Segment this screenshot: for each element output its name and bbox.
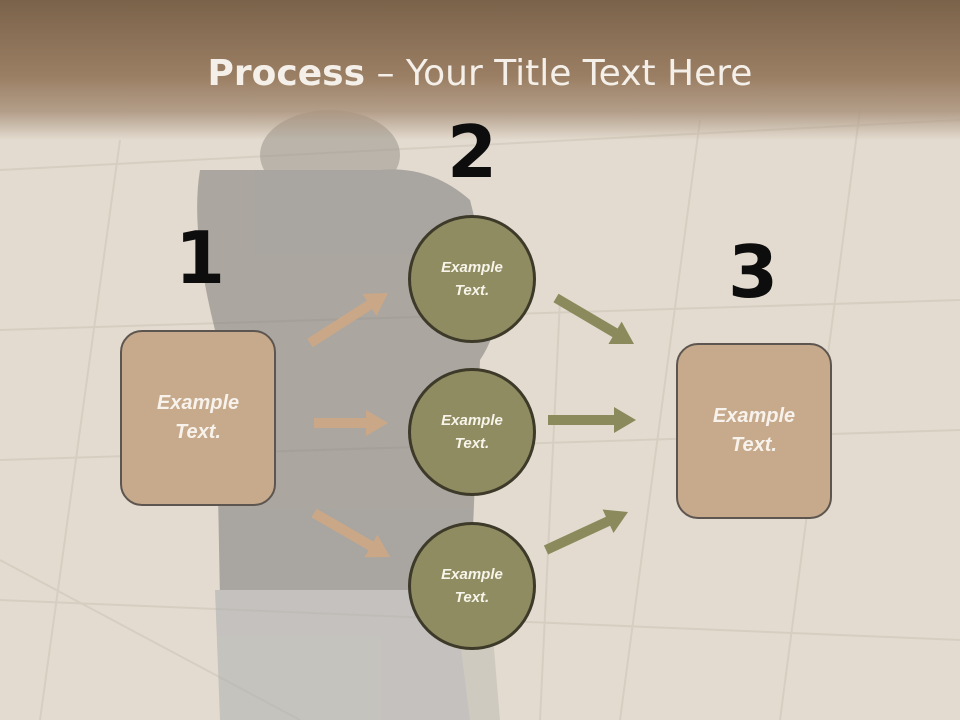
process-circle-2-label: Example Text. <box>441 412 503 452</box>
title-rest: – Your Title Text Here <box>365 53 753 94</box>
end-box: Example Text. <box>676 343 832 519</box>
left-arrows <box>307 293 390 558</box>
start-box: Example Text. <box>120 330 276 506</box>
step-number-2: 2 <box>446 110 498 194</box>
process-circle-1-label: Example Text. <box>441 259 503 299</box>
title-band <box>0 0 960 140</box>
arrow-from-circle-3 <box>543 509 628 555</box>
arrow-to-circle-2 <box>314 410 388 436</box>
process-circle-3: Example Text. <box>408 522 536 650</box>
process-circle-2: Example Text. <box>408 368 536 496</box>
arrow-to-circle-3 <box>311 508 390 558</box>
end-box-label: Example Text. <box>712 405 796 456</box>
process-circle-3-label: Example Text. <box>441 566 503 606</box>
arrow-from-circle-2 <box>548 407 636 433</box>
arrow-to-circle-1 <box>307 293 388 348</box>
step-number-3: 3 <box>727 230 779 314</box>
process-circle-1: Example Text. <box>408 215 536 343</box>
title-bold: Process <box>207 53 366 94</box>
slide-title: Process – Your Title Text Here <box>0 52 960 96</box>
right-arrows <box>543 293 636 555</box>
start-box-label: Example Text. <box>156 392 240 443</box>
arrow-from-circle-1 <box>553 293 634 345</box>
step-number-1: 1 <box>174 216 226 300</box>
